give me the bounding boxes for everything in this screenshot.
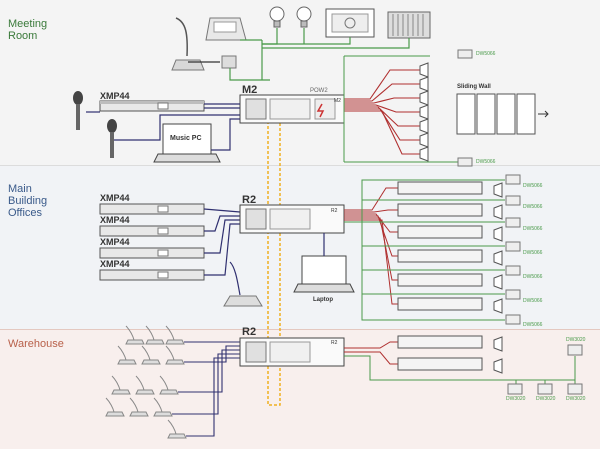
xmp44-label: XMP44	[100, 237, 130, 247]
xmp44-label: XMP44	[100, 215, 130, 225]
zone-label-meeting: Meeting Room	[8, 18, 47, 42]
speaker-fanout-meeting	[343, 55, 460, 163]
amplifiers-office	[344, 174, 521, 325]
dw5066-label: DW5066	[523, 322, 543, 328]
handheld-mic-icon	[73, 91, 117, 158]
dw5066-label: DW5066	[523, 298, 543, 304]
projector-screen-icon	[325, 8, 375, 38]
xmp44-label: XMP44	[100, 193, 130, 203]
dw3020-label: DW3020	[566, 337, 586, 343]
r2-warehouse-processor	[239, 337, 345, 367]
dw5066-label: DW5066	[523, 183, 543, 189]
zone-line: Meeting	[8, 18, 48, 30]
bulb-icon	[269, 6, 312, 28]
dw3020-label: DW3020	[566, 396, 586, 402]
r2-warehouse-label: R2	[242, 326, 257, 338]
m2-processor	[239, 94, 345, 124]
dw5066-label: DW5066	[476, 159, 496, 165]
dw5066-label: DW5066	[523, 250, 543, 256]
sliding-wall-icon	[456, 93, 549, 135]
office-input-cables	[203, 208, 241, 296]
pow2-label: POW2	[310, 88, 328, 94]
music-pc-label: Music PC	[170, 135, 202, 142]
r2-processor	[239, 204, 345, 234]
laptop-icon	[153, 123, 221, 163]
xmp44-label: XMP44	[100, 259, 130, 269]
r2-label: R2	[242, 194, 257, 206]
dw5066-label: DW5066	[523, 204, 543, 210]
dw5066-label: DW5066	[476, 51, 496, 57]
zone-line: Warehouse	[8, 338, 64, 350]
laptop-icon-office	[293, 233, 355, 293]
zone-label-warehouse: Warehouse	[8, 338, 64, 350]
dw3020-label: DW3020	[536, 396, 556, 402]
dock-station-icon	[205, 17, 247, 41]
audio-cables	[86, 103, 240, 151]
xmp44-label: XMP44	[100, 91, 130, 101]
m2-label: M2	[242, 84, 258, 96]
zone-line: Building	[8, 195, 48, 207]
warehouse-amps	[344, 335, 583, 395]
m2-small-label: M2	[334, 98, 341, 104]
xmp44-receivers-office	[99, 203, 205, 281]
dw5066-label: DW5066	[523, 274, 543, 280]
meeting-zone-bg	[0, 0, 600, 165]
warehouse-input-cables	[172, 341, 240, 437]
dw5066-label: DW5066	[523, 226, 543, 232]
paging-mic-icon	[223, 295, 263, 307]
zone-line: Room	[8, 30, 38, 42]
dw3020-label: DW3020	[506, 396, 526, 402]
radiator-icon	[387, 11, 431, 39]
zone-line: Main	[8, 183, 32, 195]
zone-label-offices: Main Building Offices	[8, 183, 47, 219]
xmp44-receiver	[99, 100, 205, 112]
laptop-label: Laptop	[313, 297, 333, 303]
wall-panel-icon	[457, 49, 473, 167]
r2-small-label: R2	[331, 208, 338, 214]
control-cables	[229, 28, 410, 81]
sliding-wall-label: Sliding Wall	[457, 84, 491, 90]
zone-line: Offices	[8, 207, 43, 219]
small-interface-icon	[221, 55, 237, 69]
r2-small-label: R2	[331, 340, 338, 346]
conference-mics	[105, 325, 187, 439]
